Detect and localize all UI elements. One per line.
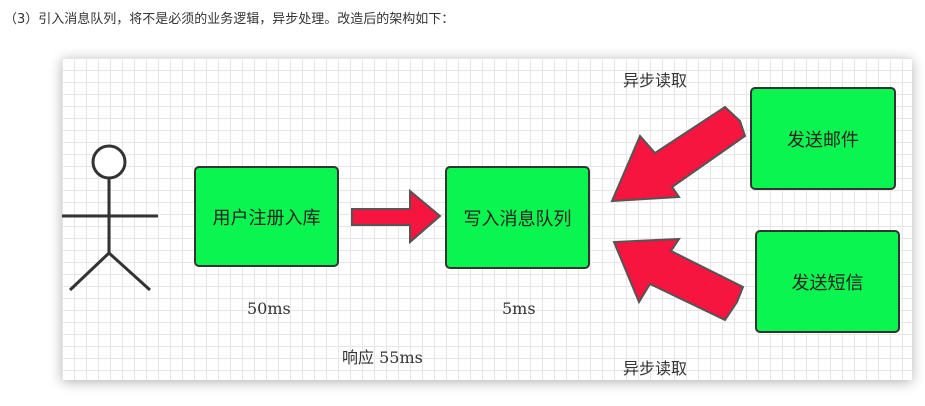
arrow-left-down-icon: [610, 105, 747, 203]
diagram-graphics: [62, 105, 747, 322]
arrow-left-up-icon: [612, 237, 745, 322]
response-time-label: 响应 55ms: [342, 348, 423, 367]
async-read-label-bottom: 异步读取: [623, 359, 688, 378]
arrow-right-icon: [351, 188, 442, 245]
message-queue-box-label: 写入消息队列: [463, 208, 572, 230]
queue-time-label: 5ms: [502, 299, 536, 318]
architecture-diagram: 用户注册入库 写入消息队列 发送邮件 发送短信 异步读取 异步读取 50ms 5…: [62, 58, 912, 380]
intro-text: （3）引入消息队列，将不是必须的业务逻辑，异步处理。改造后的架构如下：: [4, 12, 455, 27]
register-box-label: 用户注册入库: [212, 207, 321, 229]
stick-figure-user-icon: [62, 144, 158, 292]
register-box: 用户注册入库: [194, 166, 339, 267]
async-read-label-top: 异步读取: [623, 71, 688, 90]
send-sms-box: 发送短信: [755, 230, 900, 333]
register-time-label: 50ms: [247, 299, 291, 318]
message-queue-box: 写入消息队列: [445, 166, 590, 269]
send-email-box: 发送邮件: [750, 87, 896, 190]
send-email-box-label: 发送邮件: [787, 129, 859, 151]
send-sms-box-label: 发送短信: [791, 272, 864, 294]
